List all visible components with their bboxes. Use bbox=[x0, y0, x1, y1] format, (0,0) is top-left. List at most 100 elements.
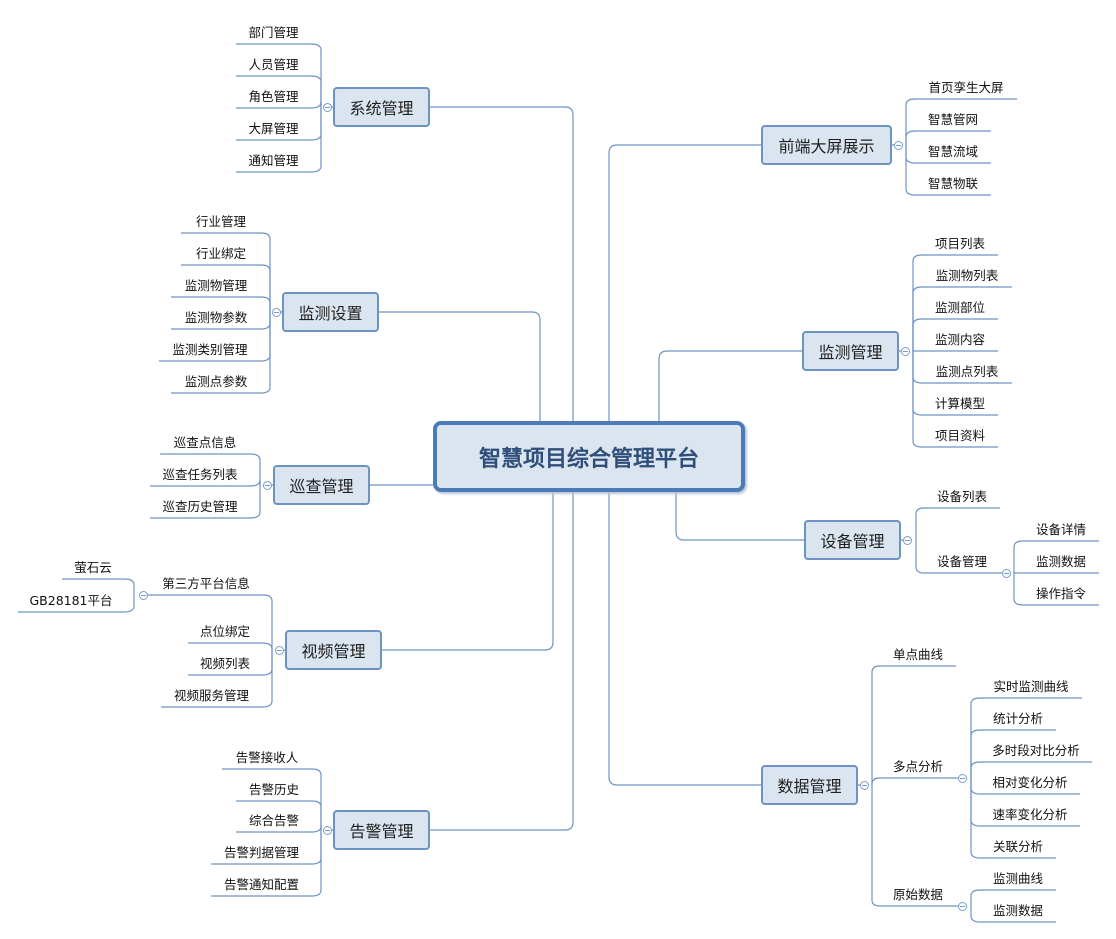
branch-link bbox=[608, 492, 761, 786]
fan-branch bbox=[260, 296, 271, 312]
leaf-item[interactable]: 告警接收人 bbox=[235, 749, 299, 765]
fan-branch bbox=[871, 785, 881, 907]
topic-patrol-management[interactable]: 巡查管理 bbox=[273, 465, 370, 505]
fan-branch bbox=[912, 351, 923, 448]
leaf-item[interactable]: 监测内容 bbox=[934, 331, 985, 347]
leaf-item[interactable]: 项目列表 bbox=[934, 235, 985, 251]
collapse-toggle-icon[interactable] bbox=[958, 902, 967, 911]
topic-device-management[interactable]: 设备管理 bbox=[804, 520, 901, 560]
leaf-item[interactable]: 监测点列表 bbox=[935, 363, 999, 379]
leaf-item[interactable]: 行业绑定 bbox=[195, 245, 246, 261]
leaf-item[interactable]: 项目资料 bbox=[934, 427, 985, 443]
collapse-toggle-icon[interactable] bbox=[323, 826, 332, 835]
fan-branch bbox=[915, 540, 925, 574]
leaf-item[interactable]: 监测部位 bbox=[934, 299, 985, 315]
fan-branch bbox=[310, 75, 322, 107]
leaf-item[interactable]: 设备详情 bbox=[1035, 521, 1086, 537]
leaf-item[interactable]: 监测数据 bbox=[992, 902, 1043, 918]
topic-alarm-management[interactable]: 告警管理 bbox=[333, 810, 430, 850]
branch-link bbox=[658, 350, 802, 421]
leaf-item[interactable]: 巡查历史管理 bbox=[162, 498, 238, 514]
leaf-item[interactable]: 速率变化分析 bbox=[992, 806, 1068, 822]
leaf-item[interactable]: 智慧流域 bbox=[927, 143, 978, 159]
fan-branch bbox=[311, 825, 322, 833]
leaf-item[interactable]: 部门管理 bbox=[248, 24, 299, 40]
collapse-toggle-icon[interactable] bbox=[139, 591, 148, 600]
leaf-item[interactable]: 首页孪生大屏 bbox=[928, 79, 1004, 95]
leaf-item[interactable]: 点位绑定 bbox=[199, 623, 250, 639]
leaf-item[interactable]: 视频服务管理 bbox=[173, 687, 249, 703]
fan-branch bbox=[262, 594, 273, 650]
leaf-item[interactable]: 监测物列表 bbox=[935, 267, 999, 283]
topic-monitoring-management[interactable]: 监测管理 bbox=[802, 331, 899, 371]
leaf-item[interactable]: 告警判据管理 bbox=[223, 844, 299, 860]
leaf-item[interactable]: 监测物管理 bbox=[184, 277, 248, 293]
leaf-item[interactable]: 智慧管网 bbox=[927, 111, 978, 127]
leaf-item[interactable]: 监测曲线 bbox=[992, 870, 1043, 886]
topic-video-management[interactable]: 视频管理 bbox=[285, 630, 382, 670]
fan-branch bbox=[311, 768, 322, 830]
topic-data-management[interactable]: 数据管理 bbox=[761, 765, 858, 805]
leaf-item[interactable]: 告警通知配置 bbox=[223, 876, 299, 892]
leaf-item[interactable]: 监测点参数 bbox=[184, 373, 248, 389]
collapse-toggle-icon[interactable] bbox=[860, 781, 869, 790]
collapse-toggle-icon[interactable] bbox=[272, 308, 281, 317]
leaf-item[interactable]: 监测物参数 bbox=[184, 309, 248, 325]
leaf-item[interactable]: 萤石云 bbox=[74, 559, 112, 575]
leaf-item[interactable]: 设备列表 bbox=[936, 488, 987, 504]
fan-branch bbox=[970, 761, 981, 778]
collapse-toggle-icon[interactable] bbox=[323, 103, 332, 112]
fan-branch bbox=[260, 264, 271, 312]
root-topic[interactable]: 智慧项目综合管理平台 bbox=[433, 421, 745, 492]
leaf-item[interactable]: 视频列表 bbox=[199, 655, 250, 671]
leaf-item[interactable]: 关联分析 bbox=[992, 838, 1043, 854]
branch-link bbox=[675, 492, 804, 541]
leaf-item[interactable]: GB28181平台 bbox=[29, 592, 113, 608]
fan-branch bbox=[260, 232, 271, 312]
topic-system-management[interactable]: 系统管理 bbox=[333, 87, 430, 127]
fan-branch bbox=[260, 312, 271, 330]
leaf-item[interactable]: 角色管理 bbox=[248, 88, 299, 104]
leaf-item[interactable]: 巡查点信息 bbox=[173, 434, 237, 450]
leaf-item[interactable]: 相对变化分析 bbox=[992, 774, 1068, 790]
leaf-multi-point-analysis[interactable]: 多点分析 bbox=[892, 758, 943, 774]
leaf-item[interactable]: 通知管理 bbox=[248, 152, 299, 168]
collapse-toggle-icon[interactable] bbox=[275, 646, 284, 655]
leaf-item[interactable]: 巡查任务列表 bbox=[162, 466, 238, 482]
fan-branch bbox=[905, 130, 916, 145]
collapse-toggle-icon[interactable] bbox=[1002, 569, 1011, 578]
leaf-item[interactable]: 智慧物联 bbox=[927, 175, 978, 191]
topic-frontend-display[interactable]: 前端大屏展示 bbox=[761, 125, 892, 165]
leaf-item[interactable]: 操作指令 bbox=[1035, 585, 1086, 601]
leaf-item[interactable]: 综合告警 bbox=[248, 812, 299, 828]
fan-branch bbox=[970, 889, 981, 906]
leaf-raw-data[interactable]: 原始数据 bbox=[892, 886, 943, 902]
collapse-toggle-icon[interactable] bbox=[958, 774, 967, 783]
collapse-toggle-icon[interactable] bbox=[894, 141, 903, 150]
fan-branch bbox=[249, 479, 261, 487]
leaf-device-subtopic[interactable]: 设备管理 bbox=[936, 553, 987, 569]
leaf-item[interactable]: 多时段对比分析 bbox=[992, 742, 1080, 758]
collapse-toggle-icon[interactable] bbox=[901, 347, 910, 356]
fan-branch bbox=[970, 697, 981, 778]
leaf-item[interactable]: 单点曲线 bbox=[892, 646, 943, 662]
leaf-item[interactable]: 人员管理 bbox=[248, 56, 299, 72]
collapse-toggle-icon[interactable] bbox=[263, 481, 272, 490]
fan-branch bbox=[310, 107, 322, 141]
leaf-item[interactable]: 统计分析 bbox=[992, 710, 1043, 726]
fan-branch bbox=[1013, 573, 1024, 606]
leaf-item[interactable]: 监测类别管理 bbox=[172, 341, 248, 357]
leaf-item[interactable]: 告警历史 bbox=[248, 781, 299, 797]
collapse-toggle-icon[interactable] bbox=[903, 536, 912, 545]
fan-branch bbox=[311, 830, 322, 897]
fan-branch bbox=[261, 650, 273, 708]
fan-branch bbox=[970, 778, 981, 827]
leaf-item[interactable]: 监测数据 bbox=[1035, 553, 1086, 569]
leaf-item[interactable]: 计算模型 bbox=[934, 395, 985, 411]
leaf-item[interactable]: 行业管理 bbox=[195, 213, 246, 229]
leaf-third-party-platform[interactable]: 第三方平台信息 bbox=[162, 575, 250, 591]
topic-monitoring-settings[interactable]: 监测设置 bbox=[282, 292, 379, 332]
leaf-item[interactable]: 大屏管理 bbox=[248, 120, 299, 136]
leaf-item[interactable]: 实时监测曲线 bbox=[993, 678, 1069, 694]
fan-branch bbox=[260, 312, 271, 362]
